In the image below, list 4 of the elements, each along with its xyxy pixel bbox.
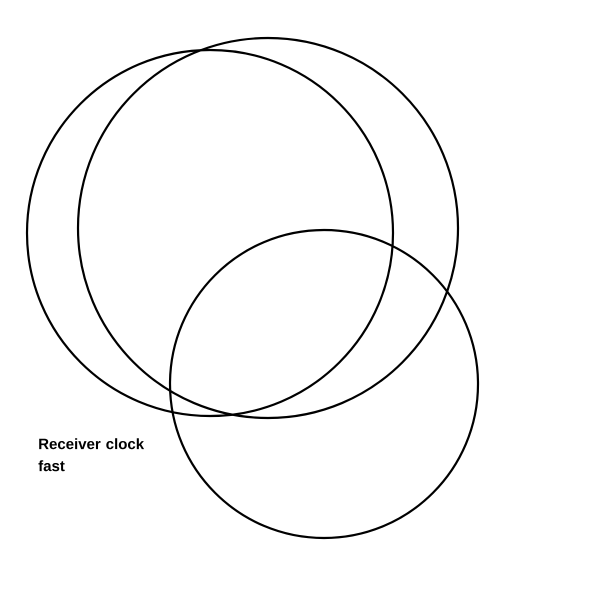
text-label: Receiver clock fast bbox=[38, 438, 144, 472]
circle bbox=[26, 48, 394, 418]
circle bbox=[76, 36, 460, 420]
circle bbox=[168, 228, 480, 540]
